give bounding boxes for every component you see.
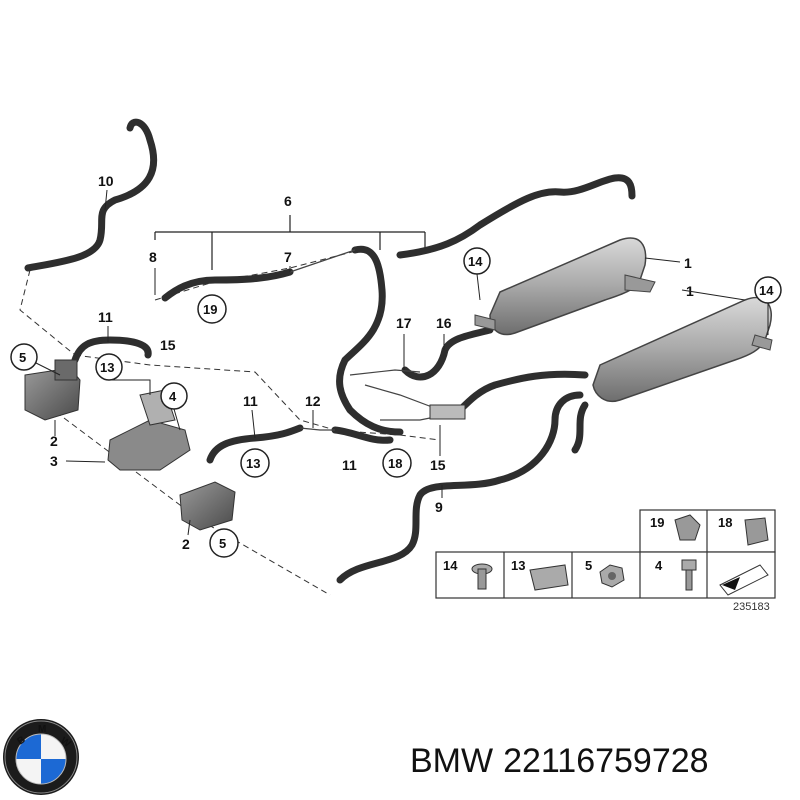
valve-lower xyxy=(179,481,236,531)
legend-label: 19 xyxy=(650,515,664,530)
hex-nut-icon xyxy=(599,564,625,588)
arrow-sign-icon xyxy=(719,564,769,596)
callout-label: 11 xyxy=(243,393,258,409)
upper-canister xyxy=(474,237,656,336)
callout-label: 18 xyxy=(388,456,402,471)
legend-label: 4 xyxy=(655,558,663,573)
leader-lines xyxy=(35,189,769,536)
valve-upper-left xyxy=(24,359,81,421)
flange-bolt-icon xyxy=(471,563,493,590)
svg-text:M: M xyxy=(38,724,46,735)
callout-circle: 18 xyxy=(382,448,412,478)
bmw-roundel-logo: B M W xyxy=(3,719,79,795)
legend-label: 18 xyxy=(718,515,732,530)
legend-label: 13 xyxy=(511,558,525,573)
callout-label: 14 xyxy=(468,254,483,269)
callout-circle: 13 xyxy=(240,448,270,478)
callout-circle: 19 xyxy=(197,294,227,324)
callout-label: 17 xyxy=(396,315,412,331)
nut-clip-icon xyxy=(744,517,769,546)
callout-label: 5 xyxy=(219,536,226,551)
callout-circle: 5 xyxy=(10,343,38,371)
lower-canister xyxy=(592,296,773,402)
callout-circle: 14 xyxy=(754,276,782,304)
callout-label: 14 xyxy=(759,283,774,298)
callout-circle: 14 xyxy=(463,247,491,275)
hose-clamp-icon xyxy=(529,564,569,591)
callout-circle: 13 xyxy=(95,353,123,381)
callout-label: 11 xyxy=(98,309,113,325)
callout-label: 3 xyxy=(50,453,58,469)
callout-label: 1 xyxy=(684,255,692,271)
callout-label: 9 xyxy=(435,499,443,515)
bracket-6 xyxy=(154,215,426,270)
callout-label: 2 xyxy=(182,536,190,552)
callout-label: 16 xyxy=(436,315,452,331)
callout-label: 4 xyxy=(169,389,177,404)
callout-label: 15 xyxy=(430,457,446,473)
t-connector xyxy=(429,404,466,420)
callout-label: 7 xyxy=(284,249,292,265)
callout-label: 13 xyxy=(246,456,260,471)
callout-label: 5 xyxy=(19,350,26,365)
parts-legend: 19 18 14 13 5 4 235183 xyxy=(435,509,776,613)
callout-label: 6 xyxy=(284,193,292,209)
brand-name: BMW xyxy=(410,742,494,780)
callout-label: 10 xyxy=(98,173,114,189)
callout-label: 11 xyxy=(342,457,357,473)
hoses xyxy=(24,118,636,584)
part-number: 22116759728 xyxy=(503,742,709,780)
callout-label: 15 xyxy=(160,337,176,353)
legend-label: 14 xyxy=(443,558,458,573)
callout-label: 13 xyxy=(100,360,114,375)
thin-lines xyxy=(289,249,461,431)
diagram-ref: 235183 xyxy=(733,601,770,613)
clip-icon xyxy=(674,514,701,541)
callout-circle: 4 xyxy=(160,382,188,410)
legend-label: 5 xyxy=(585,558,592,573)
callout-label: 12 xyxy=(305,393,321,409)
callout-label: 8 xyxy=(149,249,157,265)
callout-circle: 5 xyxy=(209,528,239,558)
callout-labels: 10 6 8 7 14 1 1 14 19 15 16 17 11 5 13 xyxy=(10,173,782,558)
screw-icon xyxy=(681,559,697,591)
callout-label: 19 xyxy=(203,302,217,317)
callout-label: 2 xyxy=(50,433,58,449)
